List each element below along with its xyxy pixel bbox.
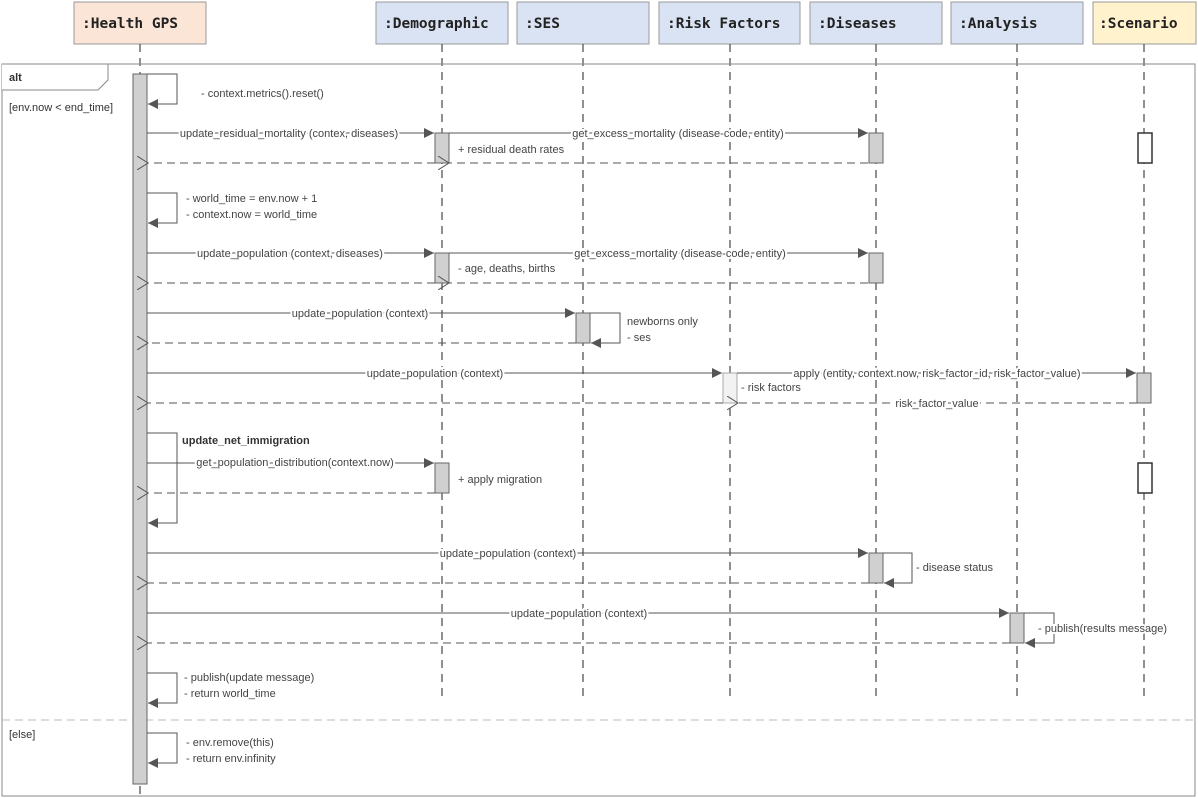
activation-scenario xyxy=(1137,132,1153,164)
activation-diseases xyxy=(868,252,884,284)
participant-label: :Scenario xyxy=(1099,16,1178,32)
participant-label: :Risk Factors xyxy=(667,16,781,32)
participant-label: :SES xyxy=(525,16,560,32)
message-label: update_population (context) xyxy=(440,548,576,560)
message-label: - risk factors xyxy=(741,382,801,394)
self-message xyxy=(147,672,178,708)
message-label: newborns only xyxy=(627,316,698,328)
self-message xyxy=(590,312,621,348)
activation-scenario xyxy=(1137,462,1153,494)
message-label: get_excess_mortality (disease-code, enti… xyxy=(574,248,786,260)
message-label: apply (entity, context.now, risk_factor_… xyxy=(793,368,1080,380)
message-label: - return world_time xyxy=(184,688,276,700)
fragment-guard: [env.now < end_time] xyxy=(9,102,113,114)
fragment-operator: alt xyxy=(9,72,22,84)
self-message xyxy=(147,192,178,228)
message-label: update_population (context) xyxy=(292,308,428,320)
lifelines xyxy=(139,44,1145,796)
message-label: update_population (context) xyxy=(367,368,503,380)
message-label: update_population (context) xyxy=(511,608,647,620)
self-message xyxy=(883,552,913,588)
message-label: + residual death rates xyxy=(458,144,565,156)
message-label: - age, deaths, births xyxy=(458,263,556,275)
message-label: - world_time = env.now + 1 xyxy=(186,193,317,205)
activation-scenario xyxy=(1136,372,1152,404)
message-label: - return env.infinity xyxy=(186,753,276,765)
message-labels: - context.metrics().reset() update_resid… xyxy=(178,88,1169,765)
message-label: - publish(update message) xyxy=(184,672,314,684)
activation-health-gps xyxy=(132,73,148,785)
participant-health-gps: :Health GPS xyxy=(73,1,207,45)
activation-ses xyxy=(575,312,591,344)
message-label: - publish(results message) xyxy=(1038,623,1167,635)
self-message xyxy=(147,732,178,768)
participant-diseases: :Diseases xyxy=(809,1,943,45)
self-message xyxy=(147,73,178,109)
activation-diseases xyxy=(868,132,884,164)
self-message xyxy=(147,432,178,528)
self-message xyxy=(1024,612,1055,648)
participant-risk-factors: :Risk Factors xyxy=(658,1,801,45)
message-label: update_residual_mortality (contex, disea… xyxy=(180,128,398,140)
activation-demographic xyxy=(434,252,450,284)
message-label: update_population (context, diseases) xyxy=(197,248,383,260)
participant-label: :Diseases xyxy=(818,16,897,32)
messages xyxy=(147,73,1137,768)
activation-analysis xyxy=(1009,612,1025,644)
activation-risk-factors xyxy=(722,372,738,404)
alt-fragment: alt [env.now < end_time] [else] xyxy=(1,63,1196,797)
participant-analysis: :Analysis xyxy=(950,1,1084,45)
participant-demographic: :Demographic xyxy=(375,1,509,45)
participant-label: :Health GPS xyxy=(82,16,178,32)
message-label: get_excess_mortality (disease-code, enti… xyxy=(572,128,784,140)
message-label: - context.metrics().reset() xyxy=(201,88,324,100)
fragment-guard: [else] xyxy=(9,729,35,741)
message-label: - disease status xyxy=(916,562,994,574)
participant-label: :Analysis xyxy=(959,16,1038,32)
participant-scenario: :Scenario xyxy=(1092,1,1197,45)
activation-demographic xyxy=(434,462,450,494)
message-label: update_net_immigration xyxy=(182,435,310,447)
message-label: - env.remove(this) xyxy=(186,737,274,749)
activation-demographic xyxy=(434,132,450,164)
participant-ses: :SES xyxy=(516,1,650,45)
activation-diseases xyxy=(868,552,884,584)
message-label: risk_factor_value xyxy=(895,398,978,410)
participant-label: :Demographic xyxy=(384,16,489,32)
message-label: get_population_distribution(context.now) xyxy=(196,457,394,469)
message-label: + apply migration xyxy=(458,474,542,486)
message-label: - ses xyxy=(627,332,651,344)
message-label: - context.now = world_time xyxy=(186,209,317,221)
